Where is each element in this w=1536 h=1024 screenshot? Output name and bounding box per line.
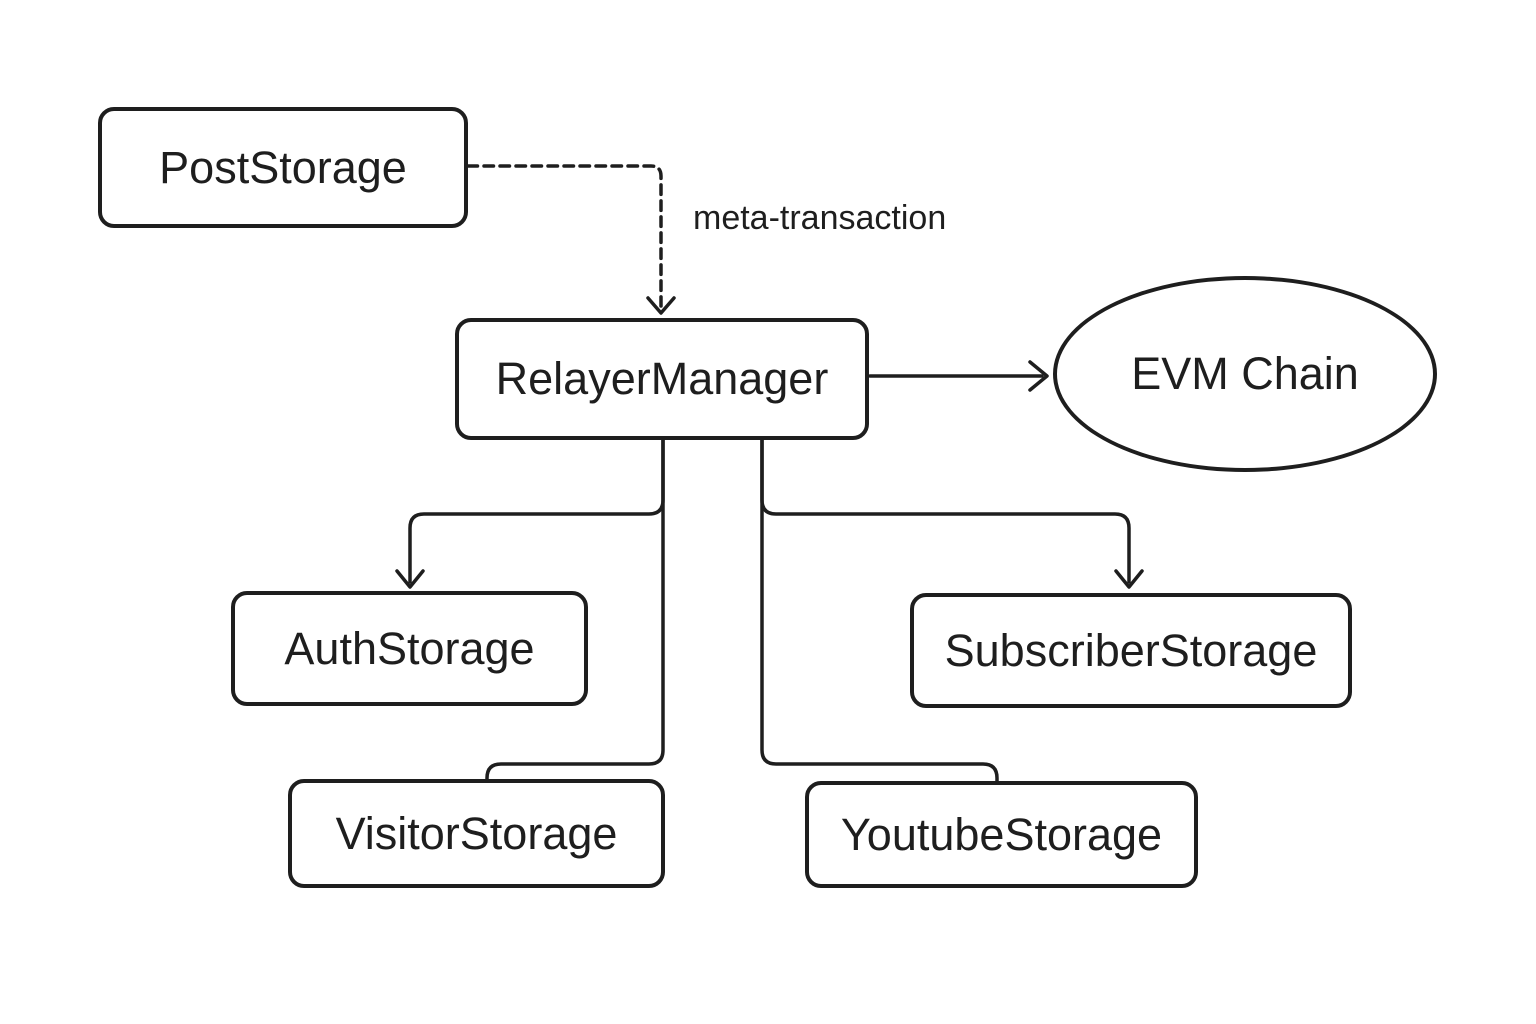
edge-relayermanager-evmchain (868, 360, 1049, 392)
edge-relayermanager-evmchain-arrowhead-icon (1028, 360, 1049, 392)
node-youtubestorage-label: YoutubeStorage (840, 808, 1163, 860)
edge-poststorage-relayermanager-line (466, 164, 663, 308)
node-poststorage: PostStorage (98, 107, 468, 228)
edge-relayermanager-authstorage-line (408, 438, 665, 584)
node-relayermanager-label: RelayerManager (495, 353, 829, 404)
node-subscriberstorage: SubscriberStorage (910, 593, 1352, 708)
edge-poststorage-relayermanager-arrowhead-icon (646, 296, 676, 315)
edge-relayermanager-youtubestorage-line (760, 438, 999, 786)
edge-relayermanager-youtubestorage (760, 438, 999, 786)
node-poststorage-label: PostStorage (159, 141, 407, 193)
node-youtubestorage: YoutubeStorage (805, 781, 1198, 888)
edge-relayermanager-subscriberstorage-line (760, 438, 1131, 584)
node-authstorage-label: AuthStorage (284, 622, 535, 674)
edge-relayermanager-authstorage (395, 438, 665, 589)
edge-relayermanager-authstorage-arrowhead-icon (395, 569, 425, 589)
node-subscriberstorage-label: SubscriberStorage (944, 624, 1318, 676)
edge-label-meta-transaction: meta-transaction (693, 199, 947, 237)
node-visitorstorage: VisitorStorage (288, 779, 665, 888)
edge-relayermanager-visitorstorage-line (485, 438, 665, 784)
node-relayermanager: RelayerManager (455, 318, 869, 440)
edge-relayermanager-subscriberstorage (760, 438, 1144, 589)
edge-relayermanager-visitorstorage (485, 438, 665, 784)
node-evmchain-label: EVM Chain (1131, 348, 1359, 399)
node-authstorage: AuthStorage (231, 591, 588, 706)
edge-relayermanager-subscriberstorage-arrowhead-icon (1114, 569, 1144, 589)
node-evmchain: EVM Chain (1053, 276, 1437, 472)
edge-poststorage-relayermanager (466, 164, 676, 315)
node-visitorstorage-label: VisitorStorage (335, 807, 618, 859)
